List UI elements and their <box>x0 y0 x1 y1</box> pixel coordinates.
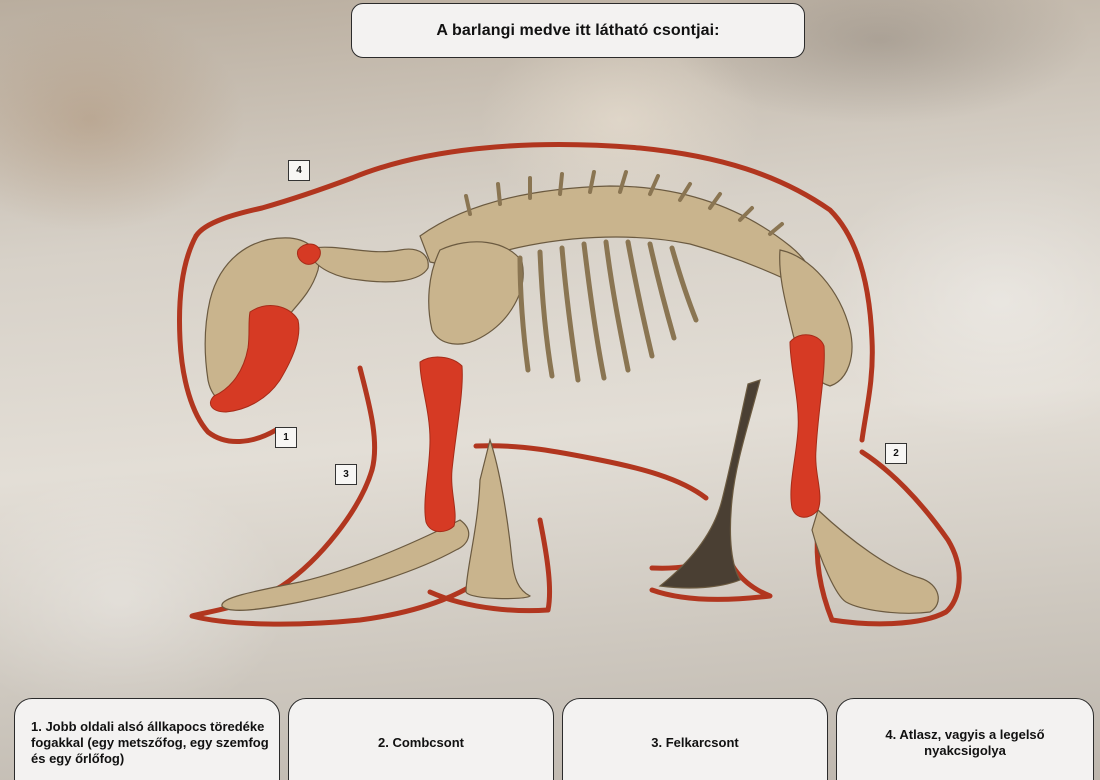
marker-4: 4 <box>288 160 310 181</box>
far-hind-leg <box>660 380 760 588</box>
front-leg-foot <box>222 520 469 610</box>
caption-jaw-fragment: 1. Jobb oldali alsó állkapocs töredéke f… <box>14 698 280 780</box>
hind-leg-foot <box>812 510 938 613</box>
marker-3: 3 <box>335 464 357 485</box>
caption-humerus: 3. Felkarcsont <box>562 698 828 780</box>
marker-1: 1 <box>275 427 297 448</box>
page-title: A barlangi medve itt látható csontjai: <box>351 3 805 58</box>
scapula <box>429 242 523 344</box>
ribs <box>520 242 696 380</box>
neck-vertebrae <box>312 247 428 282</box>
rear-front-leg <box>466 440 530 599</box>
caption-femur: 2. Combcsont <box>288 698 554 780</box>
highlight-humerus <box>420 357 462 532</box>
highlight-atlas-vertebra <box>297 244 320 264</box>
marker-2: 2 <box>885 443 907 464</box>
caption-atlas: 4. Atlasz, vagyis a legelső nyakcsigolya <box>836 698 1094 780</box>
highlight-femur <box>790 335 824 518</box>
